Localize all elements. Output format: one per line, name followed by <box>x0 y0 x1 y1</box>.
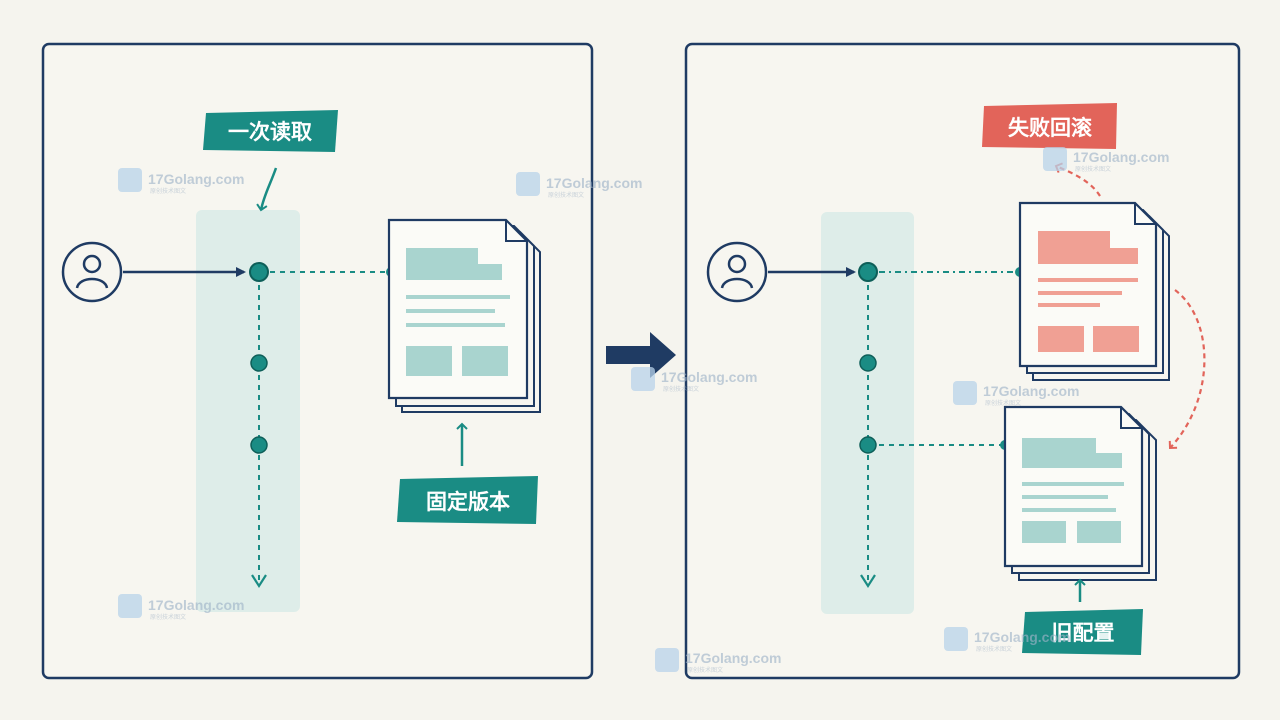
label-fixed-version-text: 固定版本 <box>426 490 510 514</box>
watermark: 17Golang.com 原创技术图文 <box>118 168 244 195</box>
watermark-subtext: 原创技术图文 <box>663 385 699 393</box>
watermark-text: 17Golang.com <box>661 369 757 385</box>
watermark-subtext: 原创技术图文 <box>150 613 186 621</box>
watermark: 17Golang.com 原创技术图文 <box>953 381 1079 407</box>
user-icon <box>706 241 768 303</box>
watermark: 17Golang.com 原创技术图文 <box>516 172 642 199</box>
left-timeline-node <box>249 262 269 282</box>
watermark: 17Golang.com 原创技术图文 <box>118 594 244 621</box>
watermarks: 17Golang.com 原创技术图文 17Golang.com 原创技术图文 … <box>118 147 1169 674</box>
watermark-text: 17Golang.com <box>685 650 781 666</box>
label-read-once-text: 一次读取 <box>228 120 312 144</box>
arrow-right-icon <box>606 332 676 378</box>
label-fixed-version: 固定版本 <box>397 476 538 524</box>
watermark-subtext: 原创技术图文 <box>976 645 1012 653</box>
old-config-document-stack-icon <box>1003 405 1157 581</box>
watermark-text: 17Golang.com <box>1073 149 1169 165</box>
failed-document-stack-icon <box>1018 201 1170 381</box>
right-timeline-node <box>859 436 877 454</box>
right-timeline-node <box>859 354 877 372</box>
right-timeline-band <box>821 212 914 614</box>
watermark-text: 17Golang.com <box>983 383 1079 399</box>
watermark-subtext: 原创技术图文 <box>687 666 723 674</box>
read-once-pointer-arrow <box>256 167 278 212</box>
left-timeline-node <box>250 436 268 454</box>
label-rollback-failed: 失败回滚 <box>982 103 1117 149</box>
watermark: 17Golang.com 原创技术图文 <box>1043 147 1169 173</box>
label-old-config-text: 旧配置 <box>1052 621 1115 645</box>
right-panel: 失败回滚 <box>684 42 1241 680</box>
watermark-subtext: 原创技术图文 <box>985 399 1021 407</box>
watermark-text: 17Golang.com <box>546 175 642 191</box>
watermark: 17Golang.com 原创技术图文 <box>631 367 757 393</box>
right-timeline-node <box>858 262 878 282</box>
watermark-subtext: 原创技术图文 <box>150 187 186 195</box>
watermark: 17Golang.com 原创技术图文 <box>944 627 1070 653</box>
left-timeline-arrowhead <box>251 574 267 589</box>
left-timeline-node <box>250 354 268 372</box>
left-timeline-band <box>196 210 300 612</box>
watermark: 17Golang.com 原创技术图文 <box>655 648 781 674</box>
left-panel: 一次读取 <box>41 42 594 680</box>
watermark-text: 17Golang.com <box>148 597 244 613</box>
user-icon <box>61 241 123 303</box>
watermark-text: 17Golang.com <box>974 629 1070 645</box>
document-stack-icon <box>387 218 541 413</box>
label-old-config: 旧配置 <box>1022 609 1143 655</box>
label-read-once: 一次读取 <box>203 110 338 152</box>
watermark-subtext: 原创技术图文 <box>548 191 584 199</box>
right-timeline-arrowhead <box>860 574 876 589</box>
label-rollback-failed-text: 失败回滚 <box>1008 116 1093 140</box>
watermark-text: 17Golang.com <box>148 171 244 187</box>
watermark-subtext: 原创技术图文 <box>1075 165 1111 173</box>
